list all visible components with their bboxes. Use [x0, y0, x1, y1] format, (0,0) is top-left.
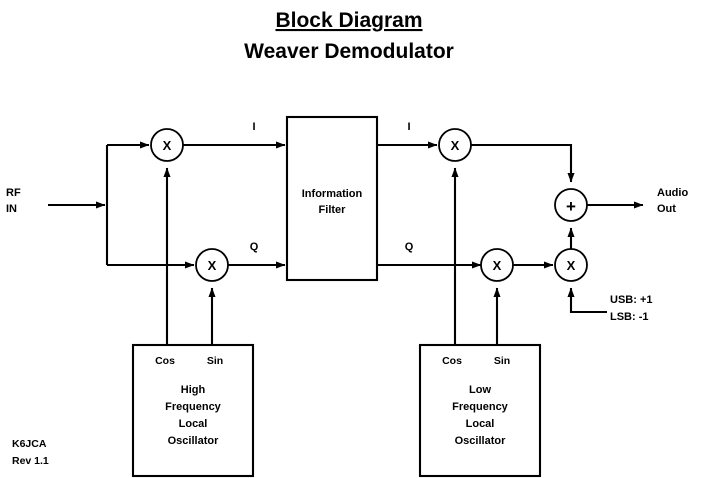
high-osc-sin-port-label: Sin — [207, 355, 223, 367]
wire-sideband-coefficient — [567, 287, 607, 314]
mixer-i-high-freq-glyph: X — [163, 138, 172, 153]
high-osc-label-line4: Oscillator — [168, 435, 219, 447]
low-osc-label-line2: Frequency — [452, 401, 509, 413]
low-osc-label-line1: Low — [469, 384, 491, 396]
information-filter-label-line2: Filter — [319, 204, 347, 216]
information-filter-block[interactable] — [285, 115, 379, 282]
sideband-usb-label: USB: +1 — [610, 294, 653, 306]
signal-label-i-post-filter: I — [407, 121, 410, 133]
high-osc-label-line1: High — [181, 384, 206, 396]
high-osc-cos-port-label: Cos — [155, 355, 175, 367]
signal-label-q-post-filter: Q — [405, 241, 414, 253]
credit-callsign: K6JCA — [12, 438, 47, 450]
rf-input-label-line1: RF — [6, 187, 21, 199]
page-title-line1: Block Diagram — [275, 9, 422, 32]
high-osc-label-line2: Frequency — [165, 401, 222, 413]
summer-glyph: + — [566, 197, 576, 216]
high-frequency-local-oscillator-block[interactable] — [131, 343, 255, 478]
information-filter-label-line1: Information — [302, 188, 363, 200]
low-osc-sin-port-label: Sin — [494, 355, 510, 367]
low-osc-label-line4: Oscillator — [455, 435, 506, 447]
page-title-line2: Weaver Demodulator — [244, 40, 454, 63]
audio-out-label-line2: Out — [657, 203, 676, 215]
signal-label-i-pre-filter: I — [252, 121, 255, 133]
low-osc-cos-port-label: Cos — [442, 355, 462, 367]
audio-out-label-line1: Audio — [657, 187, 688, 199]
low-osc-label-line3: Local — [466, 418, 495, 430]
mixer-sideband-select-glyph: X — [567, 258, 576, 273]
mixer-q-low-freq-glyph: X — [493, 258, 502, 273]
signal-label-q-pre-filter: Q — [250, 241, 259, 253]
credit-revision: Rev 1.1 — [12, 455, 49, 467]
high-osc-label-line3: Local — [179, 418, 208, 430]
mixer-q-high-freq-glyph: X — [208, 258, 217, 273]
wire-i-to-summer — [471, 143, 575, 183]
sideband-lsb-label: LSB: -1 — [610, 311, 649, 323]
mixer-i-low-freq-glyph: X — [451, 138, 460, 153]
low-frequency-local-oscillator-block[interactable] — [418, 343, 542, 478]
rf-input-label-line2: IN — [6, 203, 17, 215]
